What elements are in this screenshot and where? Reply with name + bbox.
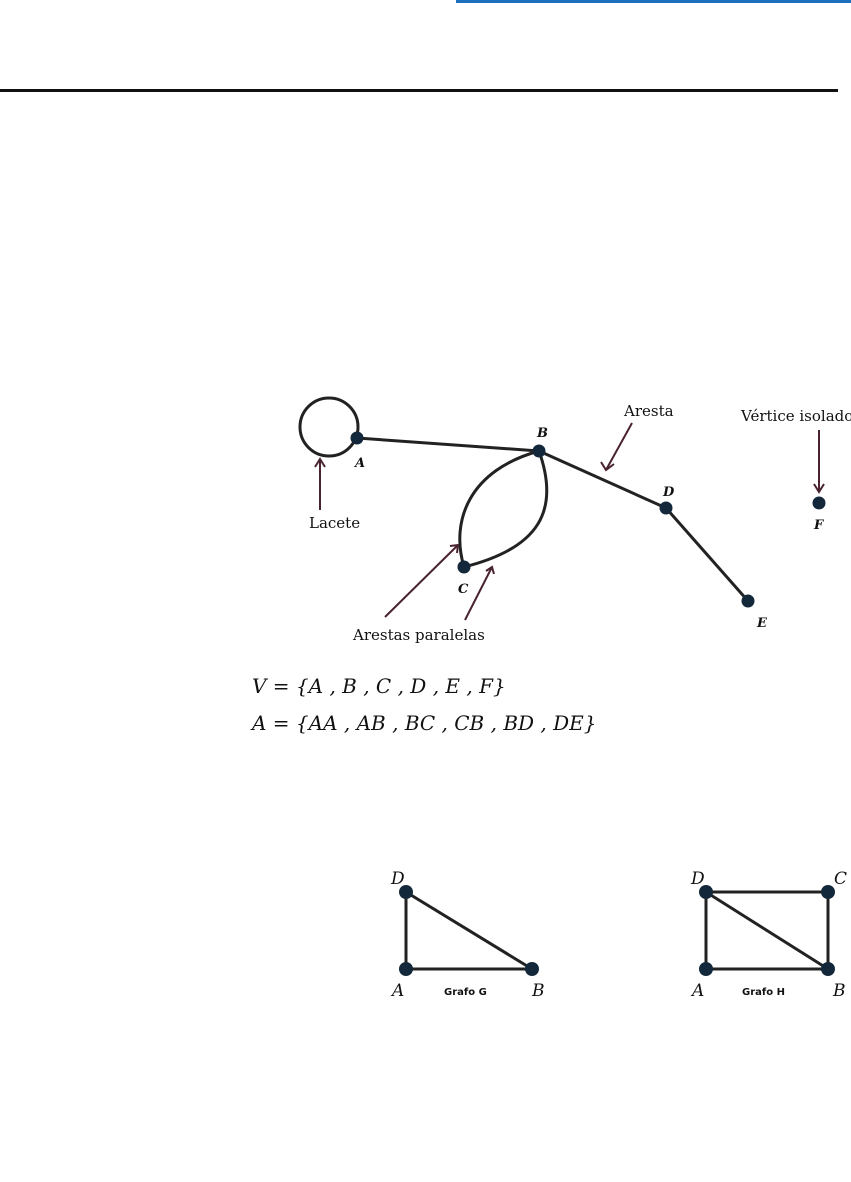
edge-set-line: A = {AA , AB , BC , CB , BD , DE}	[252, 711, 597, 735]
graph-h-label-B: B	[832, 981, 846, 1001]
graph-h-label-C: C	[834, 869, 847, 889]
graph-h-vertex-A	[699, 962, 713, 976]
main-graph-diagram: A B C D E F Aresta Vértice isolado Lacet…	[0, 0, 851, 660]
vertex-label-F: F	[813, 518, 824, 533]
vertex-B	[533, 445, 546, 458]
label-vertice-isolado: Vértice isolado	[740, 407, 851, 425]
graph-h-caption: Grafo H	[742, 987, 785, 998]
graph-g-edge-DB	[406, 892, 532, 969]
loop-edge-AA	[300, 398, 358, 456]
arrow-arestas-paralelas-1	[385, 545, 458, 617]
graph-g-caption: Grafo G	[444, 987, 487, 998]
arrow-arestas-paralelas-2	[465, 567, 494, 620]
label-lacete: Lacete	[309, 514, 360, 532]
edge-DE	[666, 508, 748, 601]
arrow-lacete	[315, 459, 325, 510]
graph-h-vertex-B	[821, 962, 835, 976]
label-aresta: Aresta	[623, 402, 674, 420]
graph-g-label-D: D	[390, 869, 405, 889]
edge-AB	[357, 438, 539, 451]
graph-g-label-A: A	[390, 981, 404, 1001]
vertex-C	[458, 561, 471, 574]
vertex-label-B: B	[536, 426, 548, 441]
vertex-A	[351, 432, 364, 445]
label-arestas-paralelas: Arestas paralelas	[352, 626, 485, 644]
vertex-label-C: C	[458, 582, 469, 597]
graph-g-vertex-B	[525, 962, 539, 976]
vertex-label-D: D	[662, 485, 675, 500]
graph-g-diagram: D A B Grafo G	[380, 860, 560, 1010]
vertex-label-A: A	[353, 456, 365, 471]
graph-g-label-B: B	[531, 981, 545, 1001]
vertex-F	[813, 497, 826, 510]
edge-BD	[539, 451, 666, 508]
graph-h-edge-DB	[706, 892, 828, 969]
graph-h-label-D: D	[690, 869, 705, 889]
vertex-D	[660, 502, 673, 515]
graph-h-vertex-C	[821, 885, 835, 899]
graph-h-label-A: A	[690, 981, 704, 1001]
vertex-set-line: V = {A , B , C , D , E , F}	[252, 674, 506, 698]
edge-BC	[460, 451, 539, 567]
arrow-vertice-isolado	[814, 430, 824, 492]
edge-CB	[464, 451, 547, 567]
vertex-label-E: E	[756, 616, 768, 631]
graph-g-vertex-A	[399, 962, 413, 976]
vertex-E	[742, 595, 755, 608]
arrow-aresta	[601, 423, 632, 470]
graph-h-diagram: D C A B Grafo H	[680, 860, 851, 1010]
